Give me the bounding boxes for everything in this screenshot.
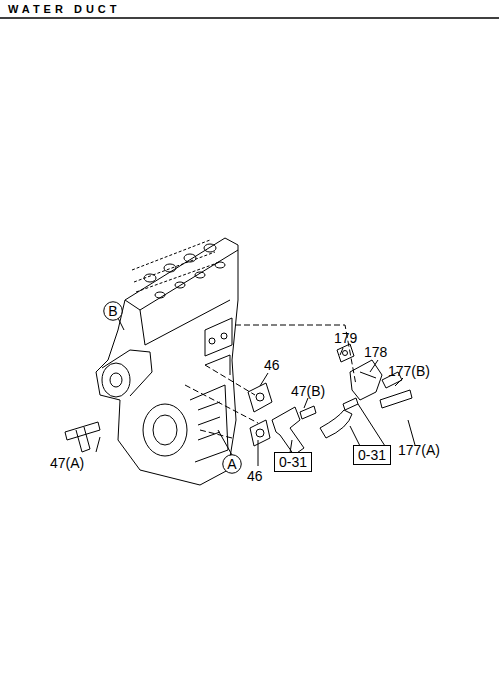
callout-number: 178 [364, 345, 387, 359]
callout-number: 46 [247, 469, 263, 483]
leader-lines [185, 325, 356, 438]
leader-lines [96, 318, 415, 466]
node-text: 0-31 [279, 455, 307, 469]
callout-number: 177(A) [398, 443, 440, 457]
callout-number: 179 [334, 331, 357, 345]
engine-block [96, 238, 238, 485]
reference-box: 0-31 [353, 445, 391, 465]
parts [65, 344, 412, 455]
reference-box: 0-31 [274, 452, 312, 472]
page-title: WATER DUCT [8, 4, 121, 15]
callout-circle: A [222, 454, 242, 474]
node-text: 0-31 [358, 448, 386, 462]
node-text: A [227, 457, 236, 471]
callout-number: 47(A) [50, 456, 84, 470]
node-text: B [108, 304, 117, 318]
callout-number: 177(B) [388, 364, 430, 378]
callout-circle: B [103, 301, 123, 321]
header-rule [0, 17, 499, 19]
callout-number: 46 [264, 358, 280, 372]
callout-number: 47(B) [291, 384, 325, 398]
